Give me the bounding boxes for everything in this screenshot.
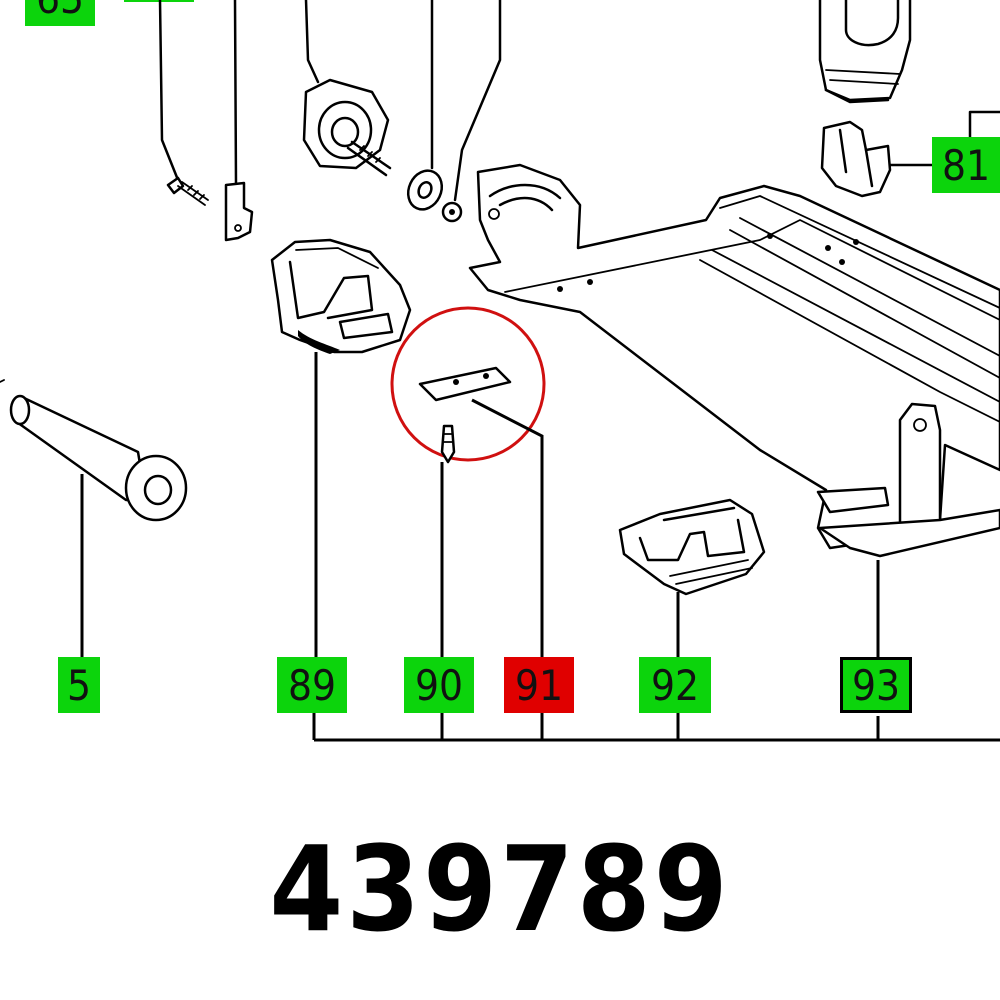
label-92[interactable]: 92 [639, 657, 711, 713]
label-5[interactable]: 5 [58, 657, 100, 713]
part-5-cone-pin [0, 379, 188, 522]
highlight-circle [390, 306, 546, 462]
clip [820, 120, 892, 198]
thumb-knob [302, 78, 392, 177]
part-number: 439789 [269, 820, 731, 958]
label-91-highlighted[interactable]: 91 [504, 657, 574, 713]
leader-91 [471, 398, 544, 660]
small-nut [441, 201, 463, 223]
part-89-housing [270, 238, 412, 354]
label-93[interactable]: 93 [840, 657, 912, 713]
part-92-holder [618, 498, 766, 596]
hose-elbow [818, 0, 912, 104]
label-90[interactable]: 90 [404, 657, 474, 713]
label-89[interactable]: 89 [277, 657, 347, 713]
label-65[interactable]: 65 [25, 0, 95, 26]
leader-81-right [968, 110, 1000, 142]
screw-small-left [166, 176, 209, 206]
small-bracket [224, 181, 254, 242]
leader-knob [304, 0, 320, 84]
leader-65 [158, 0, 180, 182]
washer [406, 169, 444, 211]
leader-bracket [233, 0, 238, 187]
part-90-screw [440, 424, 456, 464]
label-81[interactable]: 81 [932, 137, 1000, 193]
mounting-plate [468, 163, 1000, 558]
leader-nut [453, 0, 502, 202]
part-91-plate [418, 366, 512, 402]
